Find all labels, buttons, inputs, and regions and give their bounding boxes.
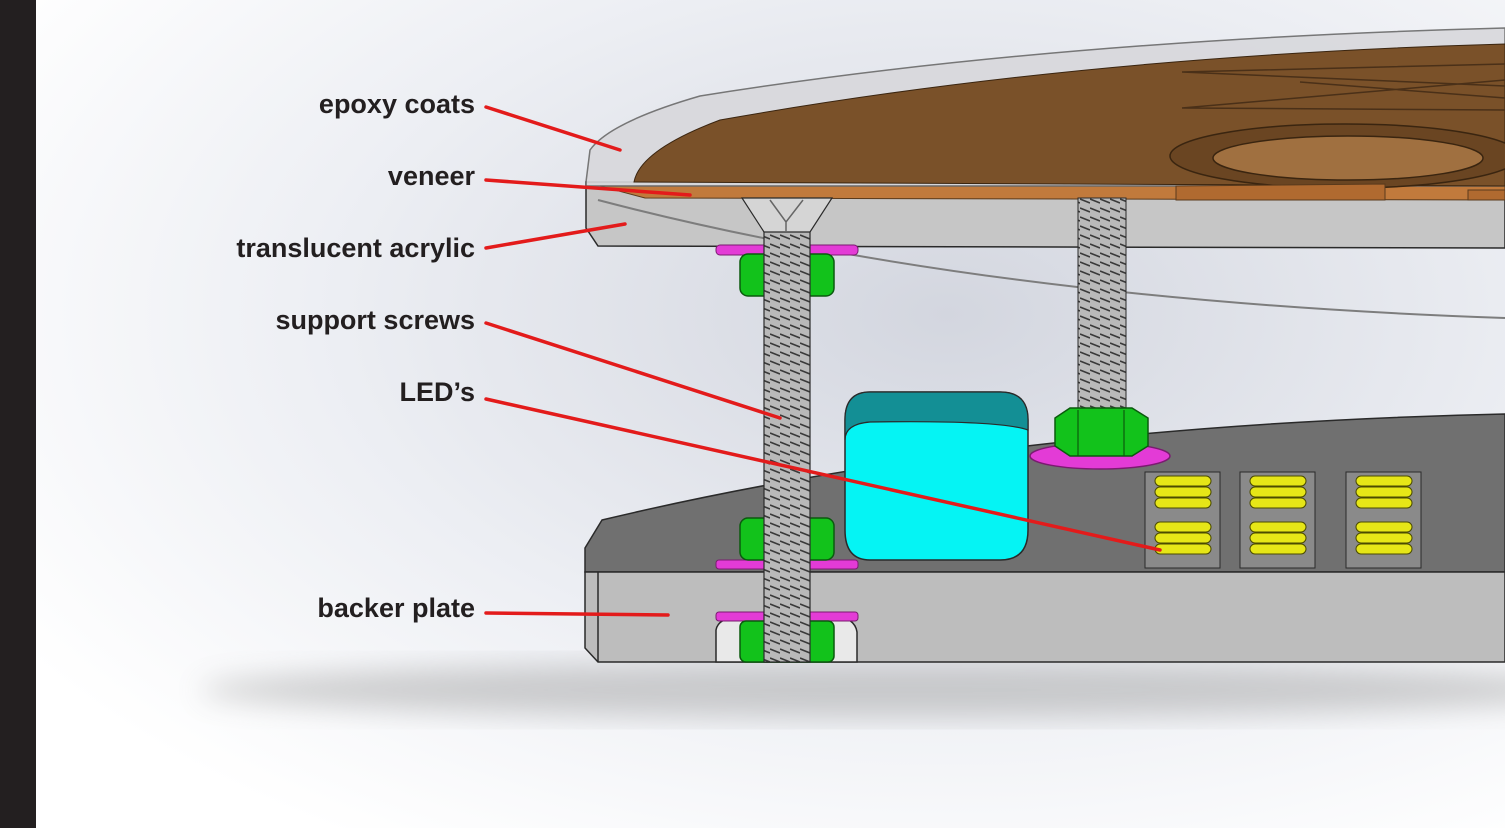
leader-veneer bbox=[484, 178, 692, 197]
led-chip-icon bbox=[1249, 521, 1307, 555]
label-veneer: veneer bbox=[387, 161, 475, 191]
led-chip-icon bbox=[1154, 521, 1212, 555]
label-leds: LED’s bbox=[399, 377, 475, 407]
label-epoxy-coats: epoxy coats bbox=[318, 89, 475, 119]
label-backer-plate: backer plate bbox=[317, 593, 475, 623]
left-dark-bar bbox=[0, 0, 36, 828]
epoxy-top bbox=[585, 27, 1505, 201]
leader-lines bbox=[484, 105, 1162, 617]
capacitor-icon bbox=[844, 391, 1029, 561]
leader-leds bbox=[484, 397, 1162, 552]
led-chip-icon bbox=[1154, 475, 1212, 509]
support-screw-left bbox=[715, 197, 859, 663]
leader-epoxy bbox=[484, 105, 622, 152]
label-support-screws: support screws bbox=[275, 305, 475, 335]
led-chip-icon bbox=[1355, 521, 1413, 555]
led-chip-icon bbox=[1355, 475, 1413, 509]
drop-shadow bbox=[200, 662, 1505, 718]
support-screw-icon bbox=[1029, 197, 1171, 470]
leader-backer bbox=[484, 611, 670, 617]
leader-acrylic bbox=[484, 222, 627, 250]
label-translucent-acrylic: translucent acrylic bbox=[236, 233, 475, 263]
led-strip bbox=[1144, 471, 1422, 569]
led-chip-icon bbox=[1249, 475, 1307, 509]
leader-screws bbox=[484, 321, 782, 420]
